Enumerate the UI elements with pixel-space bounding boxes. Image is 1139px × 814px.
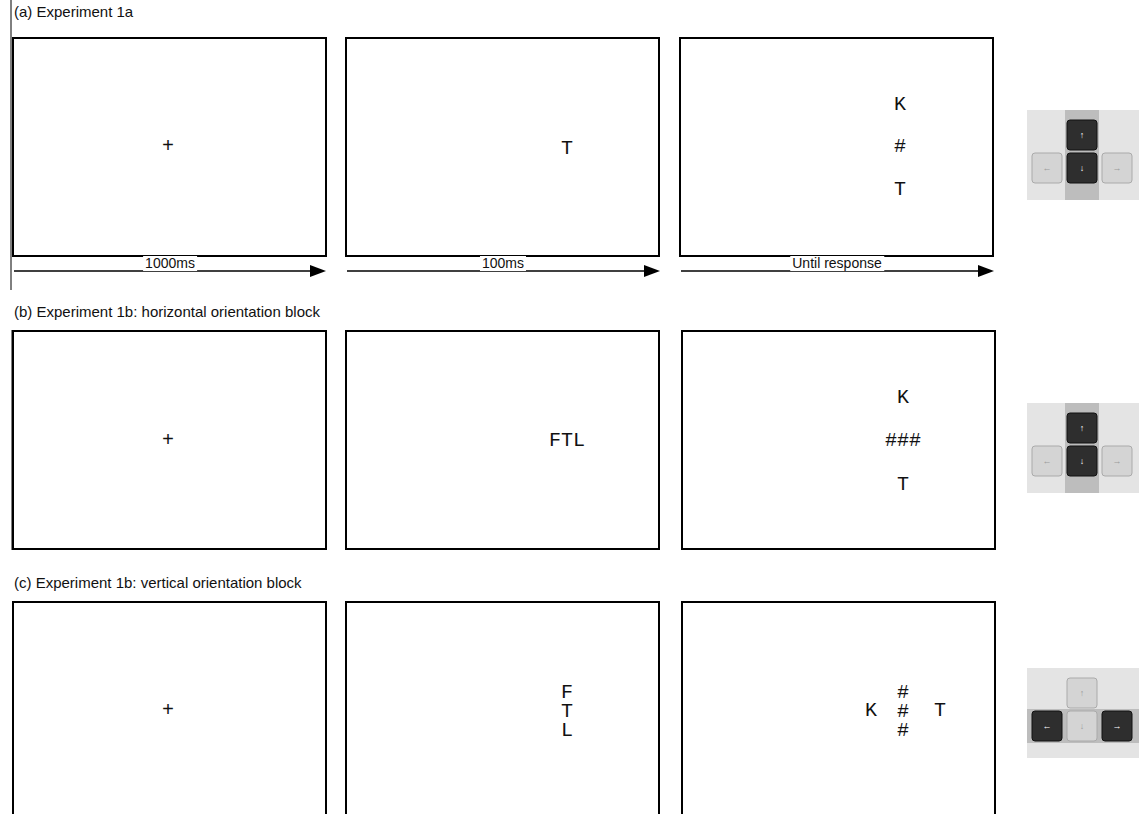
stimulus-text: FTL <box>549 431 585 451</box>
stimulus-text: FTL <box>561 683 573 740</box>
stimulus-text: T <box>894 180 906 200</box>
stimulus-screen: K ### T <box>681 330 996 550</box>
stimulus-screen: FTL <box>345 601 660 814</box>
stimulus-text: ### <box>897 683 909 740</box>
stimulus-text: ### <box>885 431 921 451</box>
stimulus-screen: + <box>12 601 327 814</box>
panel-heading: (c) Experiment 1b: vertical orientation … <box>14 574 302 591</box>
key-arrow: → <box>1113 164 1122 173</box>
stimulus-text: K <box>897 388 909 408</box>
duration-label: Until response <box>790 256 884 271</box>
stimulus-text: T <box>934 701 946 721</box>
key-arrow: ← <box>1043 722 1052 731</box>
stimulus-screen: + <box>12 37 327 257</box>
duration-label: 1000ms <box>143 256 197 271</box>
keyboard-icon <box>1027 110 1139 200</box>
stimulus-text: # <box>894 137 906 157</box>
keyboard-icon <box>1027 668 1139 758</box>
stimulus-text: K <box>865 701 877 721</box>
stimulus-screen: T <box>345 37 660 257</box>
key-arrow: → <box>1113 457 1122 466</box>
key-arrow: → <box>1113 722 1122 731</box>
stimulus-screen: K ### T <box>681 601 996 814</box>
key-arrow: ↑ <box>1080 424 1085 433</box>
stimulus-text: + <box>162 701 174 721</box>
stimulus-text: T <box>561 139 573 159</box>
stimulus-screen: FTL <box>345 330 660 550</box>
stimulus-screen: K # T <box>679 37 994 257</box>
key-arrow: ← <box>1043 457 1052 466</box>
panel-heading: (a) Experiment 1a <box>14 3 133 20</box>
key-arrow: ↓ <box>1080 164 1085 173</box>
key-arrow: ← <box>1043 164 1052 173</box>
key-arrow: ↑ <box>1080 689 1085 698</box>
keyboard-icon <box>1027 403 1139 493</box>
key-arrow: ↓ <box>1080 457 1085 466</box>
duration-label: 100ms <box>480 256 526 271</box>
stimulus-text: K <box>894 95 906 115</box>
stimulus-screen: + <box>12 330 327 550</box>
stimulus-text: + <box>162 137 174 157</box>
stimulus-text: + <box>162 431 174 451</box>
panel-heading: (b) Experiment 1b: horizontal orientatio… <box>14 303 320 320</box>
key-arrow: ↓ <box>1080 722 1085 731</box>
key-arrow: ↑ <box>1080 131 1085 140</box>
stimulus-text: T <box>897 475 909 495</box>
